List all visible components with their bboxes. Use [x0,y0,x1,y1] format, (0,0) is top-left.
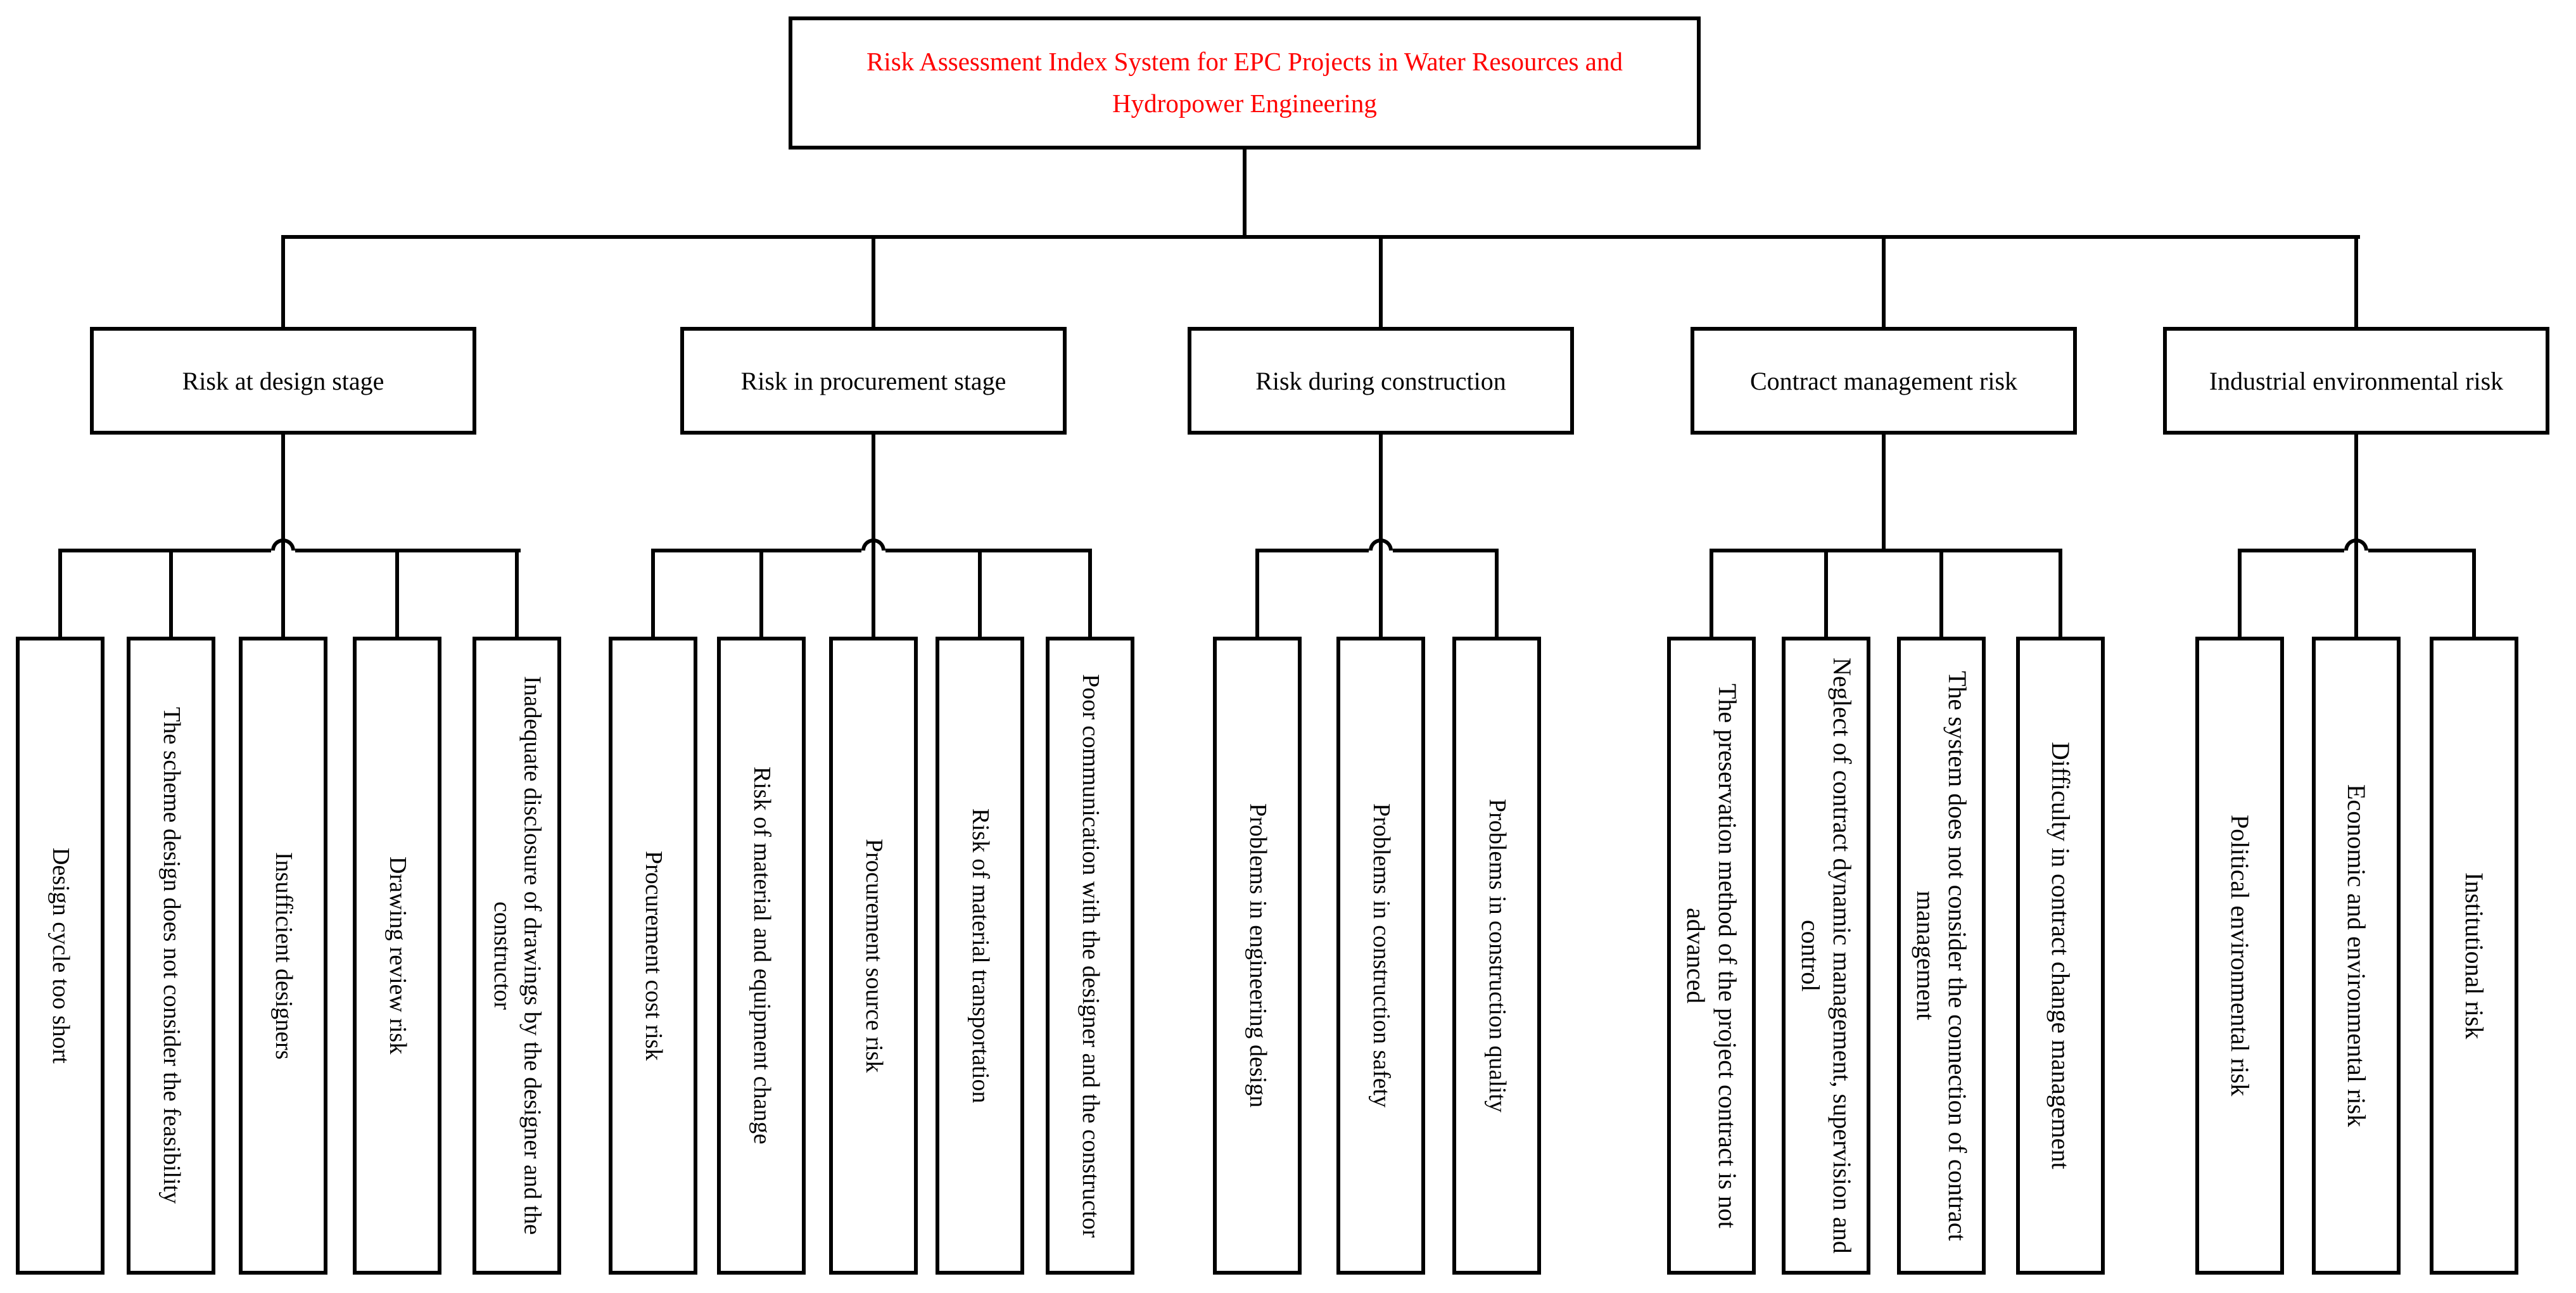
connector-stub-p1 [281,235,285,331]
connector-g1-hop-arc [271,538,295,551]
connector-stub-p2 [872,235,875,331]
connector-g3-rail-left [1255,549,1369,552]
connector-g2-hop-arc [861,538,885,551]
leaf-contract-neglect: Neglect of contract dynamic management, … [1782,637,1870,1275]
leaf-material-transport: Risk of material transportation [936,637,1024,1275]
leaf-drawing-review-risk: Drawing review risk [353,637,441,1275]
node-label: Industrial environmental risk [2209,366,2504,395]
leaf-contract-change: Difficulty in contract change management [2016,637,2105,1275]
node-label: Risk during construction [1255,366,1506,395]
leaf-contract-preservation: The preservation method of the project c… [1667,637,1756,1275]
connector-g1-rail-left [58,549,271,552]
node-contract-management: Contract management risk [1691,327,2077,435]
connector-g3-rail-right [1393,549,1499,552]
root-node: Risk Assessment Index System for EPC Pro… [789,16,1701,150]
connector-g4-stub-3 [1939,549,1943,640]
connector-g1-stub-2 [169,549,173,640]
connector-g5-rail-left [2238,549,2344,552]
connector-g2-rail-left [651,549,861,552]
connector-g2-stub-2 [759,549,763,640]
connector-g2-stub-4 [978,549,982,640]
leaf-construction-quality: Problems in construction quality [1452,637,1541,1275]
leaf-drawing-disclosure: Inadequate disclosure of drawings by the… [473,637,561,1275]
leaf-institutional-risk: Institutional risk [2430,637,2518,1275]
leaf-procurement-source: Procurement source risk [829,637,918,1275]
connector-g4-drop [1882,431,1886,552]
node-label: Contract management risk [1749,366,2018,395]
leaf-contract-connection: The system does not consider the connect… [1897,637,1986,1275]
connector-g1-drop [281,431,285,640]
node-risk-construction: Risk during construction [1188,327,1574,435]
connector-g2-drop [872,431,875,640]
leaf-design-cycle-short: Design cycle too short [16,637,105,1275]
leaf-poor-communication: Poor communication with the designer and… [1046,637,1134,1275]
connector-g4-stub-1 [1710,549,1713,640]
connector-g5-stub-1 [2238,549,2242,640]
connector-top-rail [281,235,2360,239]
node-risk-procurement-stage: Risk in procurement stage [680,327,1067,435]
connector-g3-stub-1 [1255,549,1259,640]
leaf-insufficient-designers: Insufficient designers [239,637,327,1275]
connector-g1-stub-5 [515,549,519,640]
node-risk-design-stage: Risk at design stage [90,327,476,435]
leaf-material-equip-change: Risk of material and equipment change [717,637,806,1275]
connector-g1-stub-4 [395,549,399,640]
connector-root-drop [1243,146,1247,239]
leaf-economic-risk: Economic and environmental risk [2312,637,2401,1275]
connector-g1-rail-right [295,549,521,552]
connector-g4-stub-2 [1824,549,1828,640]
connector-g5-drop [2354,431,2358,640]
leaf-scheme-feasibility: The scheme design does not consider the … [127,637,215,1275]
root-title: Risk Assessment Index System for EPC Pro… [866,47,1623,118]
connector-g1-stub-1 [58,549,62,640]
leaf-engineering-design: Problems in engineering design [1213,637,1302,1275]
connector-g5-rail-right [2368,549,2476,552]
connector-stub-p4 [1882,235,1886,331]
connector-g2-rail-right [885,549,1092,552]
node-label: Risk in procurement stage [740,366,1006,395]
connector-g5-stub-3 [2472,549,2476,640]
connector-g2-stub-5 [1088,549,1092,640]
leaf-political-risk: Political environmental risk [2195,637,2284,1275]
connector-g3-stub-3 [1495,549,1499,640]
node-industrial-environment: Industrial environmental risk [2163,327,2549,435]
connector-g4-rail [1710,549,2062,552]
leaf-procurement-cost: Procurement cost risk [609,637,697,1275]
connector-stub-p5 [2354,235,2358,331]
connector-g3-drop [1379,431,1383,640]
leaf-construction-safety: Problems in construction safety [1336,637,1425,1275]
node-label: Risk at design stage [182,366,384,395]
connector-g5-hop-arc [2344,538,2368,551]
connector-g2-stub-1 [651,549,655,640]
connector-g4-stub-4 [2059,549,2062,640]
connector-g3-hop-arc [1369,538,1393,551]
connector-stub-p3 [1379,235,1383,331]
